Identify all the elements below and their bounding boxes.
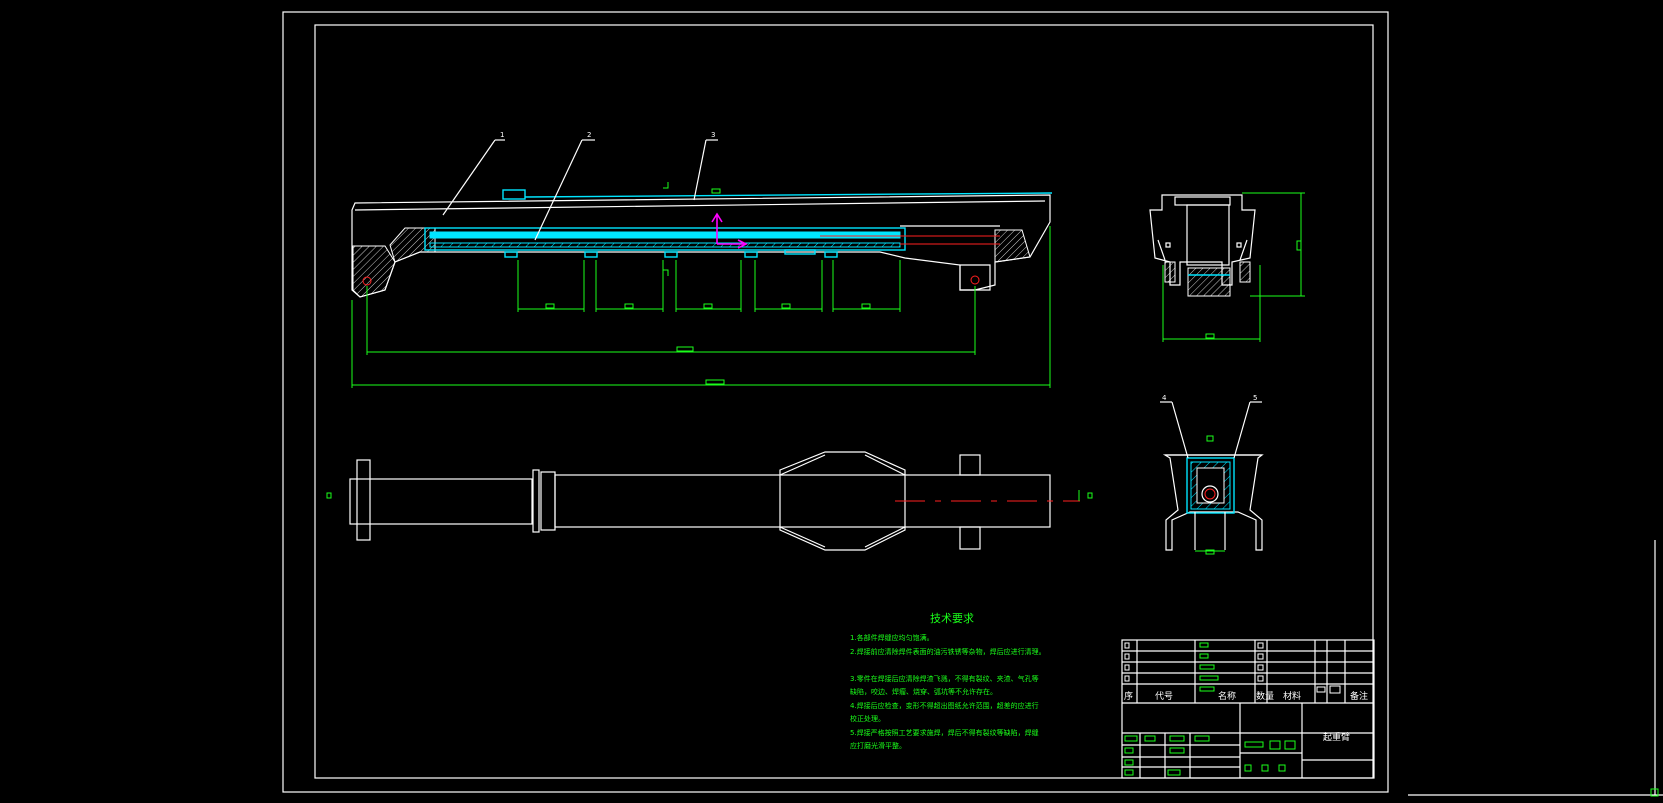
tech-req-line-8: 应打磨光滑平整。 [850,741,906,750]
balloon-1: 1 [500,131,504,139]
tb-header-qty: 数量 [1256,690,1274,702]
technical-requirements: 技术要求 1.各部件焊缝应均匀饱满。 2.焊接前应清除焊件表面的油污铁锈等杂物，… [850,612,1046,750]
tech-req-title: 技术要求 [930,612,974,625]
svg-text:2: 2 [587,131,591,139]
tech-req-line-3: 3.零件在焊接后应清除焊渣飞溅，不得有裂纹、夹渣、气孔等 [850,674,1039,683]
tb-drawing-name: 起重臂 [1323,731,1350,743]
tech-req-line-4: 缺陷，咬边、焊瘤、烧穿、弧坑等不允许存在。 [850,687,997,696]
balloon-2: 2 [587,131,591,139]
tb-header-remark: 备注 [1350,690,1368,702]
sheet-outer-border [282,11,1389,793]
tech-req-line-2: 2.焊接前应清除焊件表面的油污铁锈等杂物，焊后应进行清理。 [850,647,1046,656]
tech-req-line-5: 4.焊接后应检查，变形不得超出图纸允许范围，超差的应进行 [850,701,1039,710]
tech-req-line-6: 校正处理。 [850,714,885,723]
section-view[interactable] [1160,401,1264,555]
tech-req-line-1: 1.各部件焊缝应均匀饱满。 [850,633,934,642]
title-block[interactable]: 序 代号 名称 数量 材料 备注 [1121,639,1375,779]
tb-header-index: 序 [1124,690,1133,702]
tech-req-line-7: 5.焊接严格按照工艺要求施焊，焊后不得有裂纹等缺陷，焊缝 [850,728,1039,737]
side-view[interactable] [1149,192,1305,342]
top-view[interactable] [326,451,1093,551]
svg-text:1: 1 [500,131,504,139]
svg-text:3: 3 [711,131,715,139]
svg-text:4: 4 [1162,394,1167,402]
balloon-3: 3 [711,131,715,139]
tb-header-code: 代号 [1155,691,1173,702]
tb-header-material: 材料 [1283,690,1301,702]
balloon-4: 4 [1162,394,1167,402]
svg-text:5: 5 [1253,394,1257,402]
viewport-edge-marks [1408,540,1663,797]
sheet-inner-border [314,24,1374,779]
front-view[interactable] [351,139,1053,388]
balloon-5: 5 [1253,394,1257,402]
tb-header-name: 名称 [1218,690,1236,702]
